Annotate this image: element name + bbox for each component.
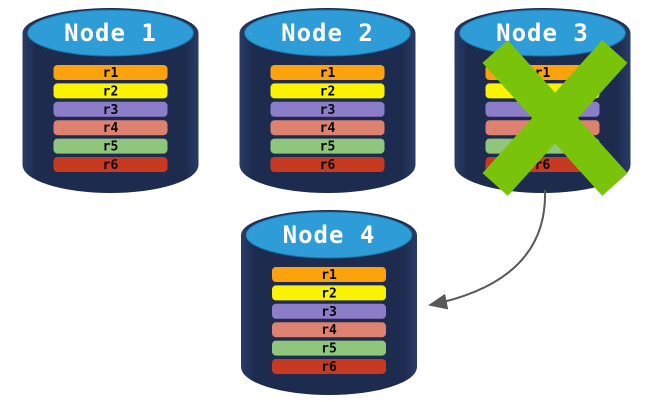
node-1-row-r6 (53, 157, 168, 172)
node-1-row-r5 (53, 138, 168, 154)
node-1-row-r4-label: r4 (103, 121, 119, 136)
failure-cross-arm (482, 40, 628, 196)
node-1-row-r2-label: r2 (103, 84, 119, 99)
node-2-row-r4 (270, 120, 385, 136)
node-4-row-r3 (272, 303, 386, 319)
node-4-row-r4 (272, 322, 386, 338)
node-4-row-r1 (272, 267, 386, 282)
node-4-row-r6-label: r6 (321, 360, 337, 375)
node-2-row-r1 (270, 65, 385, 80)
node-1-row-r3 (53, 101, 168, 117)
node-4-cylinder-top (245, 211, 413, 259)
node-2-row-r6-label: r6 (320, 158, 336, 173)
node-4: Node 4 r1 r2 r3 r4 r5 r6 (241, 210, 417, 395)
failure-cross-icon (482, 40, 628, 196)
node-1-title: Node 1 (64, 19, 157, 47)
node-1-row-r3-label: r3 (103, 103, 119, 118)
node-2-row-r4-label: r4 (320, 121, 336, 136)
node-1: Node 1 r1 r2 r3 r4 r5 r6 (22, 7, 199, 194)
node-2-row-r1-label: r1 (320, 66, 336, 81)
node-2-row-r2-label: r2 (320, 84, 336, 99)
node-2-cylinder-top (244, 9, 411, 57)
node-3-title: Node 3 (496, 19, 589, 47)
node-3-row-r6-label: r6 (535, 158, 551, 173)
node-4-row-r2-label: r2 (321, 286, 337, 301)
node-1-row-r6-label: r6 (103, 158, 119, 173)
replication-arrow (428, 189, 547, 310)
node-1-row-r1 (53, 65, 168, 80)
node-4-row-r5-label: r5 (321, 342, 337, 357)
node-1-row-r2 (53, 83, 168, 99)
node-4-row-r3-label: r3 (321, 305, 337, 320)
node-4-row-r5 (272, 340, 386, 356)
node-2-title: Node 2 (281, 19, 374, 47)
node-2-row-r2 (270, 83, 385, 99)
node-4-title: Node 4 (283, 221, 376, 249)
node-4-row-r4-label: r4 (321, 323, 337, 338)
node-1-row-r4 (53, 120, 168, 136)
node-2: Node 2 r1 r2 r3 r4 r5 r6 (239, 7, 416, 194)
node-2-row-r5 (270, 138, 385, 154)
node-2-row-r3-label: r3 (320, 103, 336, 118)
node-1-row-r1-label: r1 (103, 66, 119, 81)
node-4-row-r6 (272, 359, 386, 374)
node-2-row-r3 (270, 101, 385, 117)
node-4-row-r1-label: r1 (321, 268, 337, 283)
node-2-row-r5-label: r5 (320, 140, 336, 155)
node-1-row-r5-label: r5 (103, 140, 119, 155)
node-3-cylinder-top (459, 9, 626, 57)
node-2-row-r6 (270, 157, 385, 172)
node-1-cylinder-top (27, 9, 194, 57)
node-4-row-r2 (272, 285, 386, 301)
